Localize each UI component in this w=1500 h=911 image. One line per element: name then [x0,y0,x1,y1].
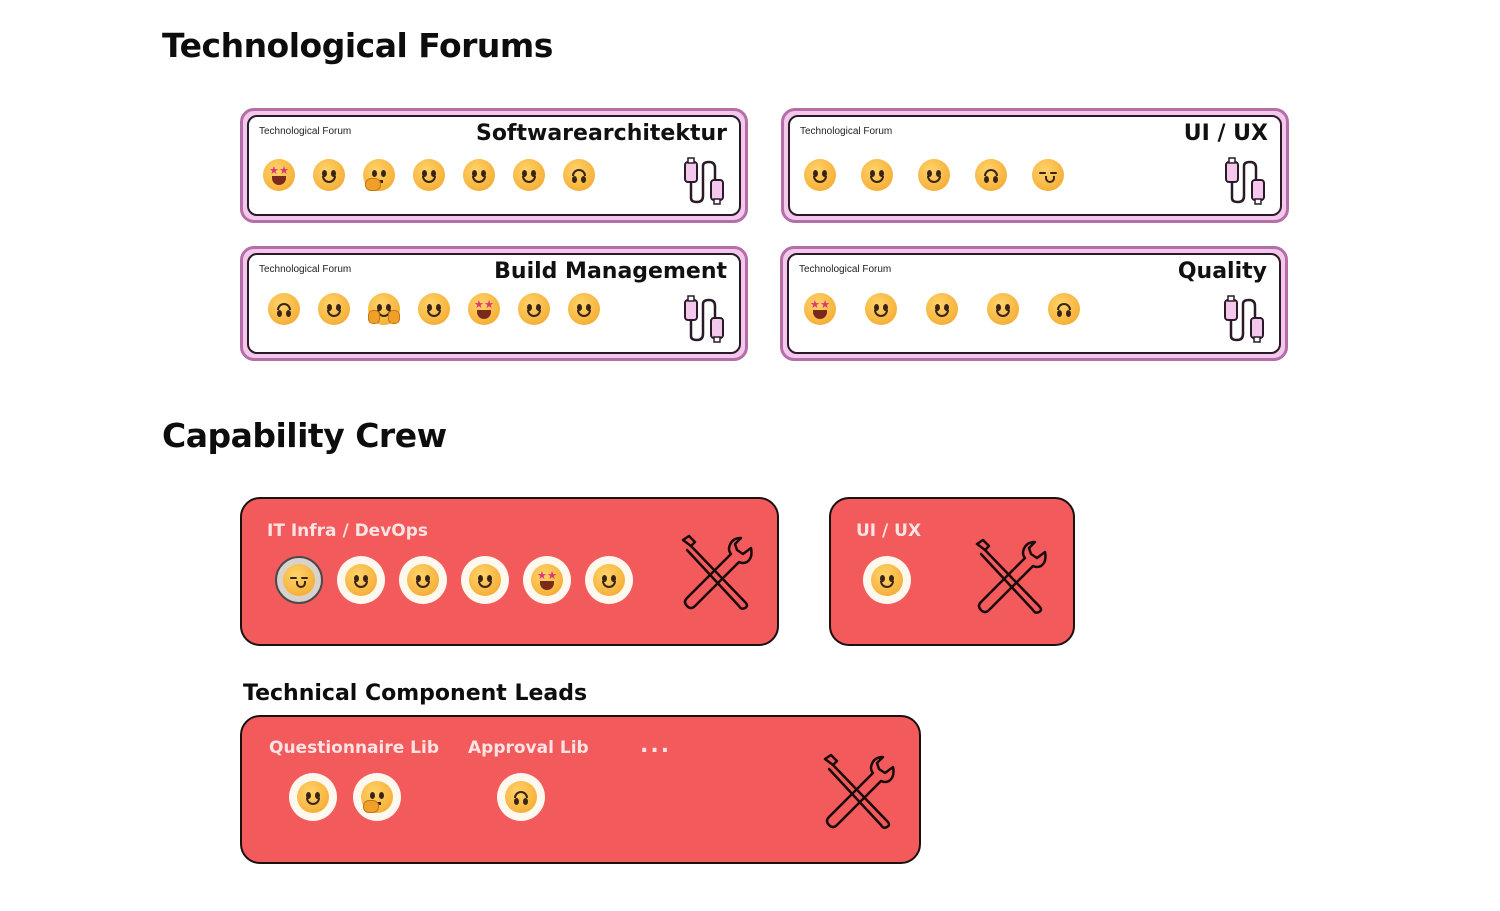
smiling-face-icon [463,159,495,191]
thinking-face-icon [363,159,395,191]
forum-name: UI / UX [1183,121,1268,146]
tools-icon [679,534,753,610]
group-label-approval-lib: Approval Lib [468,738,589,758]
smiling-face-icon [418,293,450,325]
smiling-face-icon [518,293,550,325]
smiling-face-icon [469,564,501,596]
smiling-face-icon [345,564,377,596]
forum-members [804,159,1064,191]
star-struck-face-icon: ★★ [468,293,500,325]
forum-members: ★★ [263,159,595,191]
smiling-face-icon [918,159,950,191]
smiling-face-icon [568,293,600,325]
upside-down-face-icon [505,781,537,813]
member-avatar[interactable]: ★★ [523,556,571,604]
smiling-face-icon [318,293,350,325]
hugging-face-icon [368,293,400,325]
forum-tag: Technological Forum [800,126,893,137]
upside-down-face-icon [563,159,595,191]
forum-card-ui-ux[interactable]: Technological Forum UI / UX [781,108,1289,223]
member-avatar-selected[interactable] [275,556,323,604]
smiling-face-icon [804,159,836,191]
star-struck-face-icon: ★★ [531,564,563,596]
member-avatar[interactable] [461,556,509,604]
smiling-face-icon [297,781,329,813]
star-struck-face-icon: ★★ [263,159,295,191]
forum-name: Softwarearchitektur [475,121,727,146]
member-avatar[interactable] [399,556,447,604]
crew-label: IT Infra / DevOps [267,521,429,541]
member-avatar[interactable] [337,556,385,604]
technical-component-leads-title: Technical Component Leads [243,681,588,706]
smiling-face-icon [865,293,897,325]
usb-cable-icon [1221,294,1269,344]
forum-members: ★★ [804,293,1080,325]
forum-tag: Technological Forum [259,126,352,137]
usb-cable-icon [681,294,729,344]
forum-card-quality[interactable]: Technological Forum Quality ★★ [780,246,1288,361]
member-avatar[interactable] [585,556,633,604]
forum-members: ★★ [268,293,600,325]
tools-icon [821,753,895,829]
crew-label: UI / UX [856,521,922,541]
smiling-face-icon [407,564,439,596]
component-leads-card[interactable]: Questionnaire Lib Approval Lib ... [240,715,921,864]
relieved-face-icon [283,564,315,596]
forum-tag: Technological Forum [799,264,892,275]
forum-card-build-management[interactable]: Technological Forum Build Management ★★ [240,246,748,361]
forum-tag: Technological Forum [259,264,352,275]
usb-cable-icon [681,156,729,206]
forum-card-softwarearchitektur[interactable]: Technological Forum Softwarearchitektur … [240,108,748,223]
crew-card-ui-ux[interactable]: UI / UX [829,497,1075,646]
smiling-face-icon [987,293,1019,325]
member-avatar[interactable] [863,556,911,604]
star-struck-face-icon: ★★ [804,293,836,325]
crew-members: ★★ [275,556,633,604]
smiling-face-icon [871,564,903,596]
group-members [289,773,401,821]
more-groups-ellipsis[interactable]: ... [640,733,672,758]
tools-icon [973,538,1047,614]
upside-down-face-icon [268,293,300,325]
smiling-face-icon [926,293,958,325]
group-members [497,773,545,821]
forum-name: Build Management [494,259,727,284]
usb-cable-icon [1222,156,1270,206]
member-avatar[interactable] [353,773,401,821]
smiling-face-icon [513,159,545,191]
thinking-face-icon [361,781,393,813]
member-avatar[interactable] [289,773,337,821]
group-label-questionnaire-lib: Questionnaire Lib [269,738,439,758]
relieved-face-icon [1032,159,1064,191]
technological-forums-title: Technological Forums [162,26,553,65]
smiling-face-icon [593,564,625,596]
upside-down-face-icon [1048,293,1080,325]
crew-card-it-infra-devops[interactable]: IT Infra / DevOps ★★ [240,497,779,646]
member-avatar[interactable] [497,773,545,821]
forum-name: Quality [1177,259,1267,284]
smiling-face-icon [413,159,445,191]
upside-down-face-icon [975,159,1007,191]
smiling-face-icon [861,159,893,191]
capability-crew-title: Capability Crew [162,416,447,455]
crew-members [863,556,911,604]
smiling-face-icon [313,159,345,191]
